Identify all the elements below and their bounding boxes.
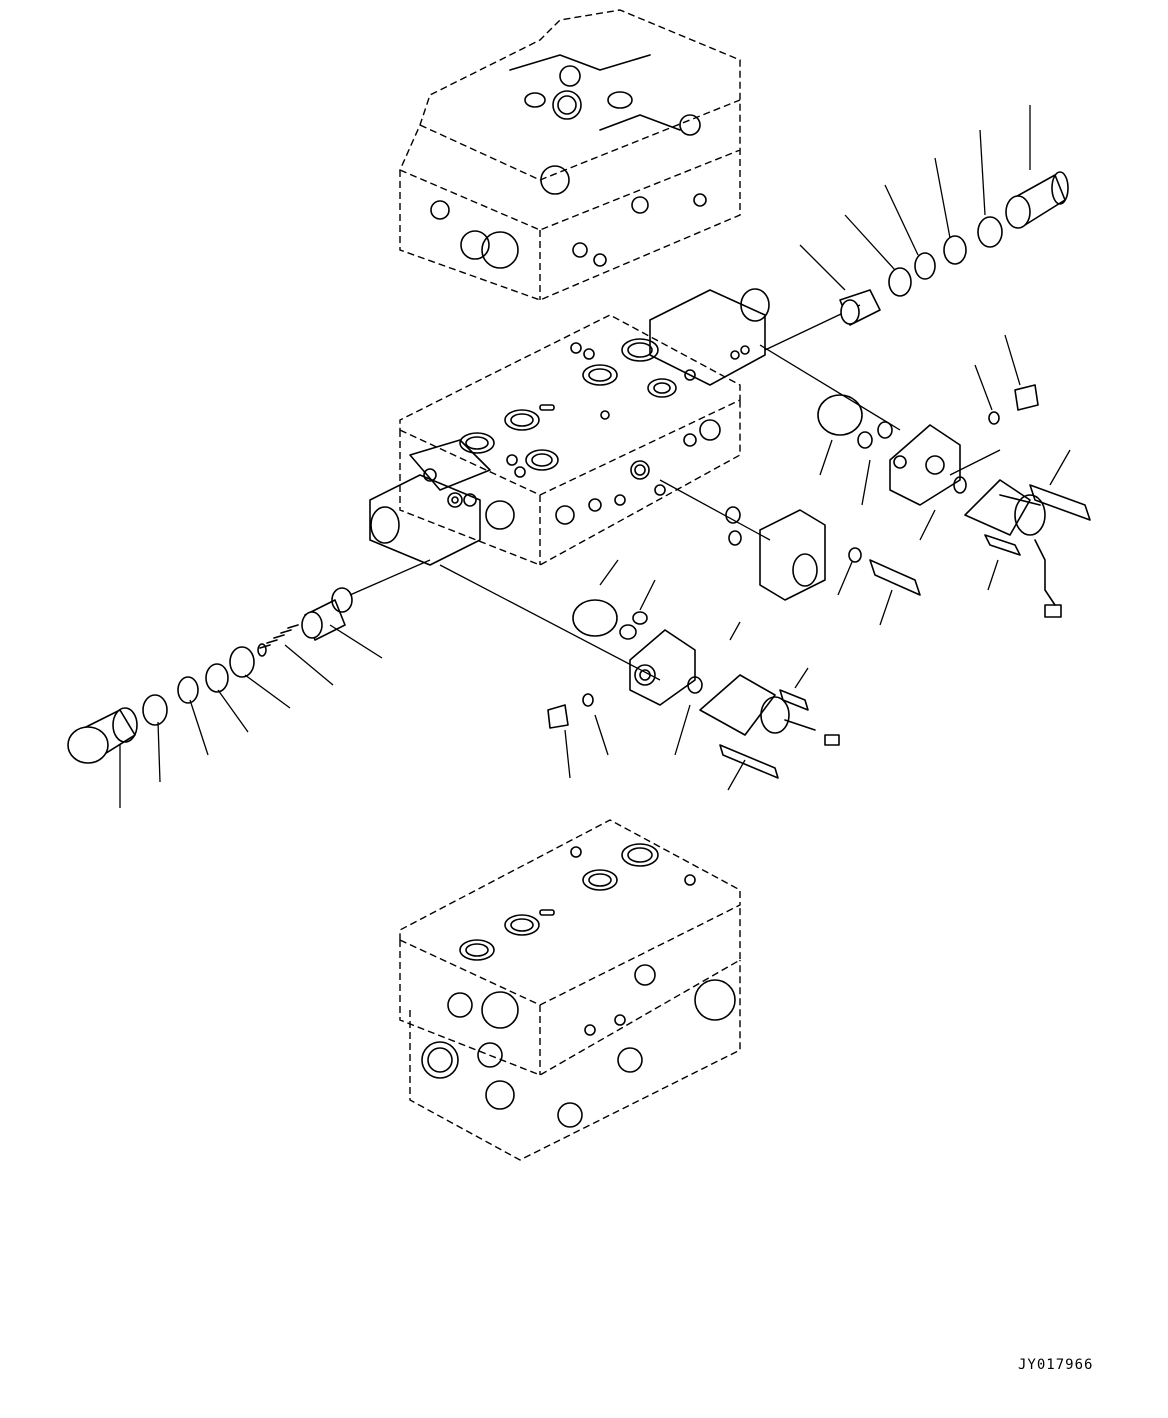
right-solenoid-assembly — [759, 334, 1091, 618]
lower-solenoid-assembly — [439, 559, 840, 791]
middle-small-valve — [659, 479, 921, 626]
middle-valve-block — [399, 314, 741, 566]
upper-right-plug-assembly — [764, 105, 1069, 351]
left-plug-assembly — [67, 559, 431, 808]
drawing-code: JY017966 — [1018, 1357, 1094, 1373]
top-valve-block — [399, 9, 741, 301]
bottom-valve-block — [399, 819, 741, 1161]
right-valve-cap — [649, 288, 770, 386]
left-valve-cap — [369, 439, 491, 566]
